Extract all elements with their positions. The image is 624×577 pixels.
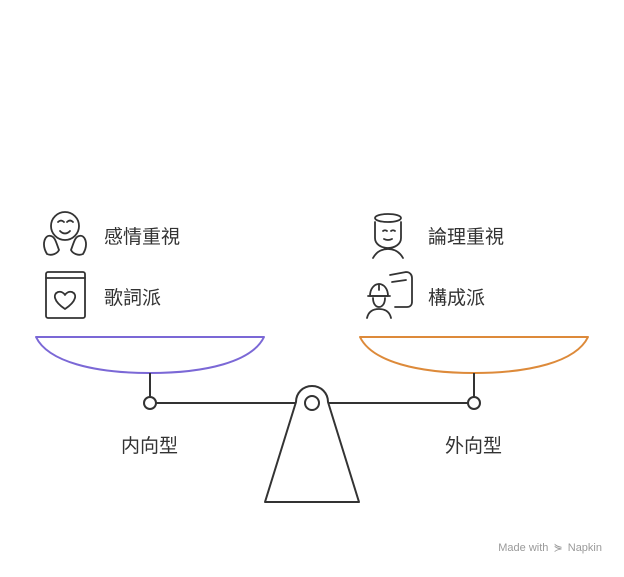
left-item-label-emotion: 感情重視 [104,226,181,248]
left-item-label-lyrics: 歌詞派 [104,287,162,309]
napkin-logo-icon: ⋟ [553,542,563,554]
left-pan [35,336,265,374]
right-item-label-structure: 構成派 [428,287,486,309]
smiling-face-icon [43,211,87,256]
watermark-brand: Napkin [567,542,602,554]
left-caption-introvert: 内向型 [121,435,179,457]
right-caption-extrovert: 外向型 [445,435,503,457]
watermark-made-with: Made with [498,542,549,554]
builder-with-blueprint-icon [366,271,413,319]
left-beam-joint [143,396,157,410]
right-item-label-logic: 論理重視 [428,226,505,248]
napkin-watermark: Made with ⋟ Napkin [498,541,602,554]
fulcrum-pivot [304,395,320,411]
heart-book-icon [45,271,86,319]
cap-person-icon [372,213,404,259]
fulcrum-stand [264,385,360,503]
right-pan [359,336,589,374]
right-beam-joint [467,396,481,410]
